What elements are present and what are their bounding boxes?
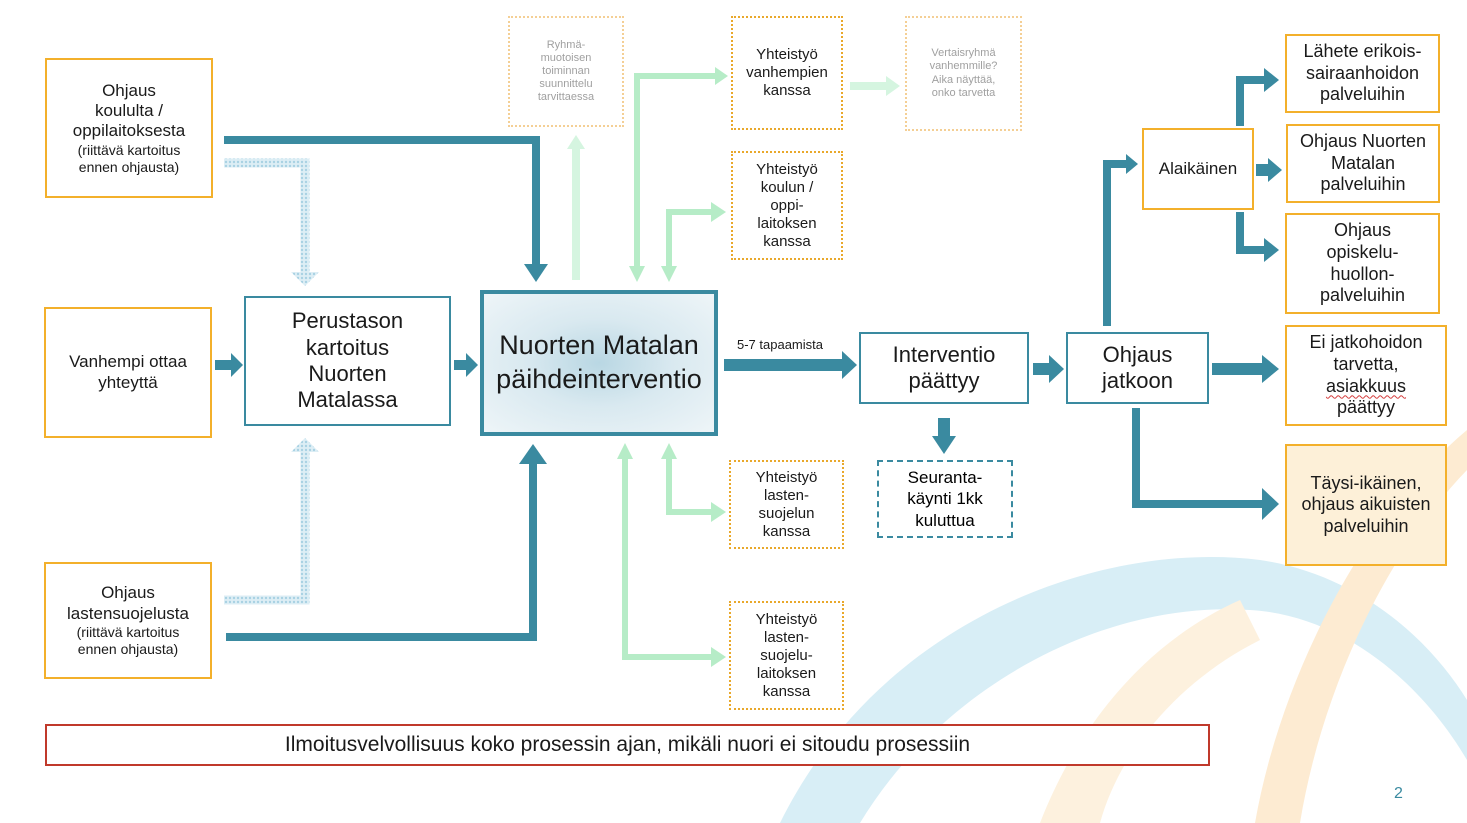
- outcome-specialist-box: Lähete erikois- sairaanhoidon palveluihi…: [1285, 34, 1440, 113]
- arrow-referral-to-adult: [1132, 408, 1279, 520]
- assessment-box: Perustason kartoitus Nuorten Matalassa: [244, 296, 451, 426]
- dotted-arrow-school-to-assessment: [224, 158, 319, 286]
- arrow-school-to-intervention: [224, 136, 548, 282]
- arrow-intervention-to-end: [724, 351, 857, 379]
- minor-box: Alaikäinen: [1142, 128, 1254, 210]
- arrow-minor-to-student-welfare: [1236, 212, 1279, 262]
- outcome-adult-services-box: Täysi-ikäinen, ohjaus aikuisten palvelui…: [1285, 444, 1447, 566]
- parents-cooperation-box: Yhteistyö vanhempien kanssa: [731, 16, 843, 130]
- intervention-ended-box: Interventio päättyy: [859, 332, 1029, 404]
- outcome-student-welfare-box: Ohjaus opiskelu- huollon- palveluihin: [1285, 213, 1440, 314]
- arrow-end-to-followup: [932, 418, 956, 454]
- dotted-arrow-child-protection-to-assessment: [224, 438, 319, 605]
- arrow-minor-to-youth-services: [1256, 158, 1282, 182]
- arrow-to-parents-cooperation: [629, 67, 728, 282]
- arrow-parent-to-assessment: [215, 353, 243, 377]
- sessions-label: 5-7 tapaamista: [737, 337, 823, 352]
- arrow-referral-to-no-further: [1212, 355, 1279, 383]
- child-protection-cooperation-box: Yhteistyö lasten- suojelun kanssa: [729, 460, 844, 549]
- arrow-child-protection-to-intervention: [226, 444, 547, 641]
- notification-duty-banner: Ilmoitusvelvollisuus koko prosessin ajan…: [45, 724, 1210, 766]
- arrow-referral-to-minor: [1103, 154, 1138, 326]
- source-school-box: Ohjaus koululta / oppilaitoksesta (riitt…: [45, 58, 213, 198]
- page-number: 2: [1394, 785, 1403, 802]
- source-parent-box: Vanhempi ottaa yhteyttä: [44, 307, 212, 438]
- school-cooperation-box: Yhteistyö koulun / oppi- laitoksen kanss…: [731, 151, 843, 260]
- intervention-box: Nuorten Matalan päihdeinterventio: [480, 290, 718, 436]
- arrow-to-school-cooperation: [661, 202, 726, 282]
- outcome-youth-services-box: Ohjaus Nuorten Matalan palveluihin: [1286, 124, 1440, 203]
- followup-visit-box: Seuranta- käynti 1kk kuluttua: [877, 460, 1013, 538]
- arrow-end-to-referral: [1033, 355, 1064, 383]
- group-planning-box: Ryhmä- muotoisen toiminnan suunnittelu t…: [508, 16, 624, 127]
- arrow-to-group-planning: [567, 135, 585, 280]
- arrow-assessment-to-intervention: [454, 353, 478, 377]
- child-protection-institution-cooperation-box: Yhteistyö lasten- suojelu- laitoksen kan…: [729, 601, 844, 710]
- arrow-to-child-protection-cooperation: [661, 443, 726, 522]
- arrow-to-child-protection-institution-cooperation: [617, 443, 726, 667]
- arrow-to-peer-group: [850, 76, 900, 96]
- outcome-no-further-care-box: Ei jatkohoidon tarvetta, asiakkuus päätt…: [1285, 325, 1447, 426]
- source-child-protection-box: Ohjaus lastensuojelusta (riittävä kartoi…: [44, 562, 212, 679]
- arrow-minor-to-specialist: [1236, 68, 1279, 126]
- peer-group-box: Vertaisryhmä vanhemmille? Aika näyttää, …: [905, 16, 1022, 131]
- referral-box: Ohjaus jatkoon: [1066, 332, 1209, 404]
